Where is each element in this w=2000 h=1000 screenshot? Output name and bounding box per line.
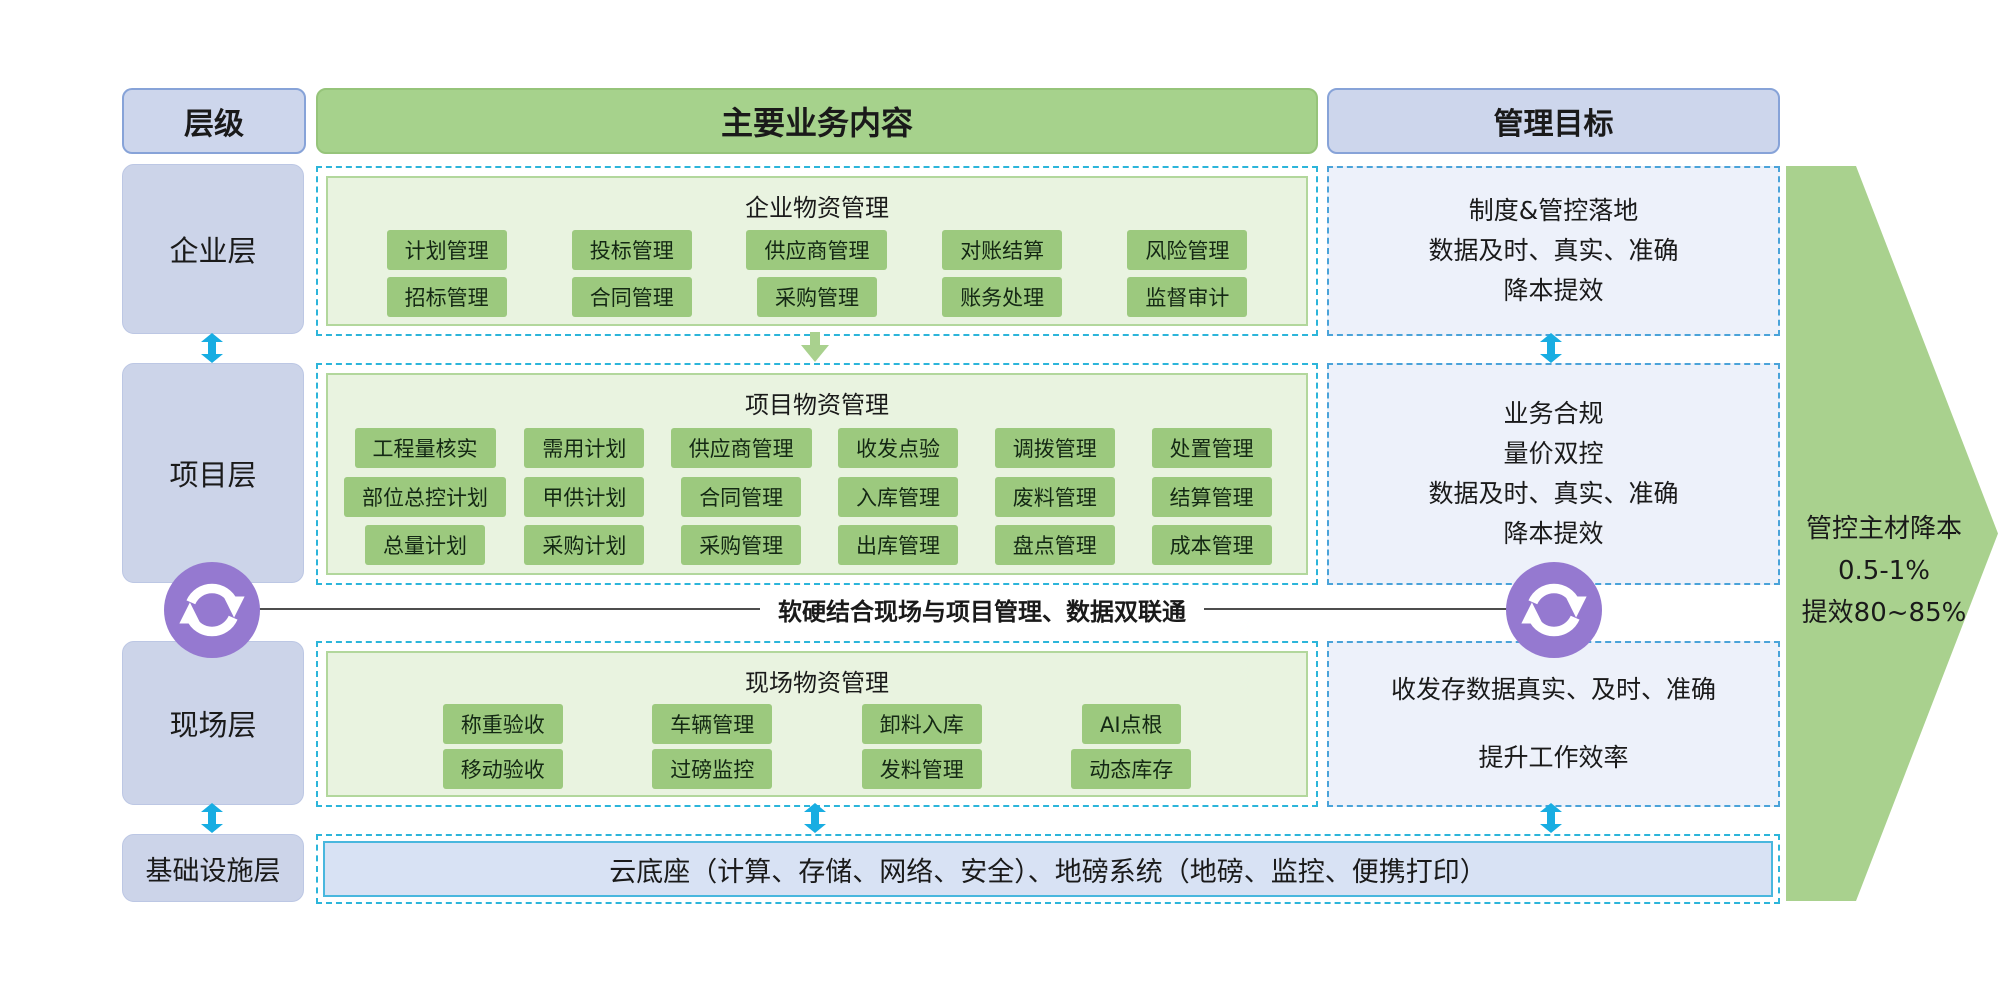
module-chip: 入库管理	[837, 476, 958, 517]
module-chip: 过磅监控	[652, 749, 773, 790]
module-chip: 动态库存	[1071, 749, 1192, 790]
module-chip: 计划管理	[386, 230, 507, 270]
project-panel: 项目物资管理 工程量核实 需用计划 供应商管理 收发点验 调拨管理 处置管理 部…	[326, 373, 1308, 575]
layer-label: 企业层	[169, 234, 257, 268]
header-level: 层级	[122, 88, 306, 154]
panel-title: 现场物资管理	[745, 669, 889, 697]
project-panel-outer: 项目物资管理 工程量核实 需用计划 供应商管理 收发点验 调拨管理 处置管理 部…	[316, 363, 1318, 585]
result-arrow-line: 提效80~85%	[1801, 598, 1967, 628]
module-chip: 卸料入库	[861, 703, 982, 744]
module-chip: 移动验收	[442, 749, 563, 790]
header-level-label: 层级	[184, 107, 244, 142]
goal-text-line: 数据及时、真实、准确	[1428, 236, 1679, 265]
module-chip: 总量计划	[365, 524, 485, 565]
goal-text-line: 降本提效	[1503, 519, 1604, 548]
layer-box-project: 项目层	[122, 363, 304, 583]
header-goal-label: 管理目标	[1493, 107, 1614, 142]
double-headed-arrow-icon	[1540, 803, 1562, 833]
module-chip: 采购计划	[524, 524, 645, 565]
module-chip: 车辆管理	[652, 703, 773, 744]
module-chip: 处置管理	[1151, 428, 1272, 469]
module-chip: 供应商管理	[670, 428, 812, 469]
header-business-label: 主要业务内容	[720, 104, 913, 142]
module-chip: 工程量核实	[354, 428, 496, 469]
double-headed-arrow-icon	[1540, 333, 1562, 363]
goal-text-line: 量价双控	[1503, 439, 1604, 468]
double-headed-arrow-icon	[201, 333, 223, 363]
module-chip: 监督审计	[1127, 277, 1248, 317]
module-chip: 投标管理	[571, 230, 692, 270]
layer-box-site: 现场层	[122, 641, 304, 805]
goal-text-line: 数据及时、真实、准确	[1428, 479, 1679, 508]
result-arrow	[1786, 166, 1998, 901]
layer-box-enterprise: 企业层	[122, 164, 304, 334]
module-chip: 采购管理	[756, 277, 877, 317]
module-chip: 采购管理	[681, 524, 802, 565]
panel-title: 企业物资管理	[745, 194, 889, 222]
site-panel-outer: 现场物资管理 称重验收 车辆管理 卸料入库 AI点根 移动验收 过磅监控 发料管…	[316, 641, 1318, 807]
goal-box-project: 业务合规 量价双控 数据及时、真实、准确 降本提效	[1327, 363, 1780, 585]
goal-text-line: 降本提效	[1503, 276, 1604, 305]
double-headed-arrow-icon	[804, 803, 826, 833]
module-chip: 供应商管理	[746, 230, 888, 270]
enterprise-panel-outer: 企业物资管理 计划管理 投标管理 供应商管理 对账结算 风险管理 招标管理 合同…	[316, 166, 1318, 336]
module-chip: 合同管理	[681, 476, 802, 517]
header-business: 主要业务内容	[316, 88, 1318, 154]
infrastructure-bar-text: 云底座（计算、存储、网络、安全）、地磅系统（地磅、监控、便携打印）	[609, 856, 1487, 888]
infrastructure-outer-box: 云底座（计算、存储、网络、安全）、地磅系统（地磅、监控、便携打印）	[316, 834, 1780, 904]
layer-box-infrastructure: 基础设施层	[122, 834, 304, 902]
sync-icon	[1506, 562, 1602, 658]
module-chip: 合同管理	[571, 277, 692, 317]
module-chip: 账务处理	[942, 277, 1063, 317]
goal-text-line: 收发存数据真实、及时、准确	[1390, 675, 1716, 704]
module-chip: 对账结算	[942, 230, 1063, 270]
module-chip: 收发点验	[837, 428, 958, 469]
layer-label: 基础设施层	[145, 855, 281, 887]
result-arrow-line: 管控主材降本	[1805, 514, 1962, 544]
header-goal: 管理目标	[1327, 88, 1780, 154]
enterprise-panel: 企业物资管理 计划管理 投标管理 供应商管理 对账结算 风险管理 招标管理 合同…	[326, 176, 1308, 326]
site-panel: 现场物资管理 称重验收 车辆管理 卸料入库 AI点根 移动验收 过磅监控 发料管…	[326, 651, 1308, 797]
infrastructure-bar: 云底座（计算、存储、网络、安全）、地磅系统（地磅、监控、便携打印）	[323, 841, 1773, 897]
project-chip-grid: 工程量核实 需用计划 供应商管理 收发点验 调拨管理 处置管理 部位总控计划 甲…	[328, 420, 1306, 573]
module-chip: 称重验收	[442, 703, 563, 744]
result-arrow-line: 0.5-1%	[1838, 556, 1930, 586]
result-arrow-text: 管控主材降本 0.5-1% 提效80~85%	[1786, 508, 1982, 634]
goal-box-enterprise: 制度&管控落地 数据及时、真实、准确 降本提效	[1327, 166, 1780, 336]
sync-icon	[164, 562, 260, 658]
module-chip: 发料管理	[861, 749, 982, 790]
module-chip: 招标管理	[386, 277, 507, 317]
enterprise-chip-grid: 计划管理 投标管理 供应商管理 对账结算 风险管理 招标管理 合同管理 采购管理…	[328, 223, 1306, 324]
module-chip: 部位总控计划	[344, 476, 506, 517]
down-arrow-icon	[800, 332, 830, 362]
panel-title: 项目物资管理	[745, 391, 889, 419]
module-chip: 废料管理	[994, 476, 1115, 517]
site-chip-grid: 称重验收 车辆管理 卸料入库 AI点根 移动验收 过磅监控 发料管理 动态库存	[328, 698, 1306, 795]
divider-label: 软硬结合现场与项目管理、数据双联通	[760, 592, 1204, 627]
module-chip: 需用计划	[524, 428, 645, 469]
module-chip: 调拨管理	[994, 428, 1115, 469]
goal-text-line: 提升工作效率	[1478, 743, 1629, 772]
goal-text-line: 业务合规	[1503, 399, 1604, 428]
goal-text-line: 制度&管控落地	[1468, 196, 1639, 225]
module-chip: 甲供计划	[524, 476, 645, 517]
module-chip: 风险管理	[1127, 230, 1248, 270]
module-chip: 结算管理	[1151, 476, 1272, 517]
double-headed-arrow-icon	[201, 803, 223, 833]
layer-label: 现场层	[169, 708, 257, 742]
layer-label: 项目层	[169, 458, 257, 492]
goal-box-site: 收发存数据真实、及时、准确 提升工作效率	[1327, 641, 1780, 807]
module-chip: 成本管理	[1151, 524, 1272, 565]
module-chip: AI点根	[1081, 703, 1181, 744]
module-chip: 盘点管理	[994, 524, 1115, 565]
module-chip: 出库管理	[837, 524, 958, 565]
